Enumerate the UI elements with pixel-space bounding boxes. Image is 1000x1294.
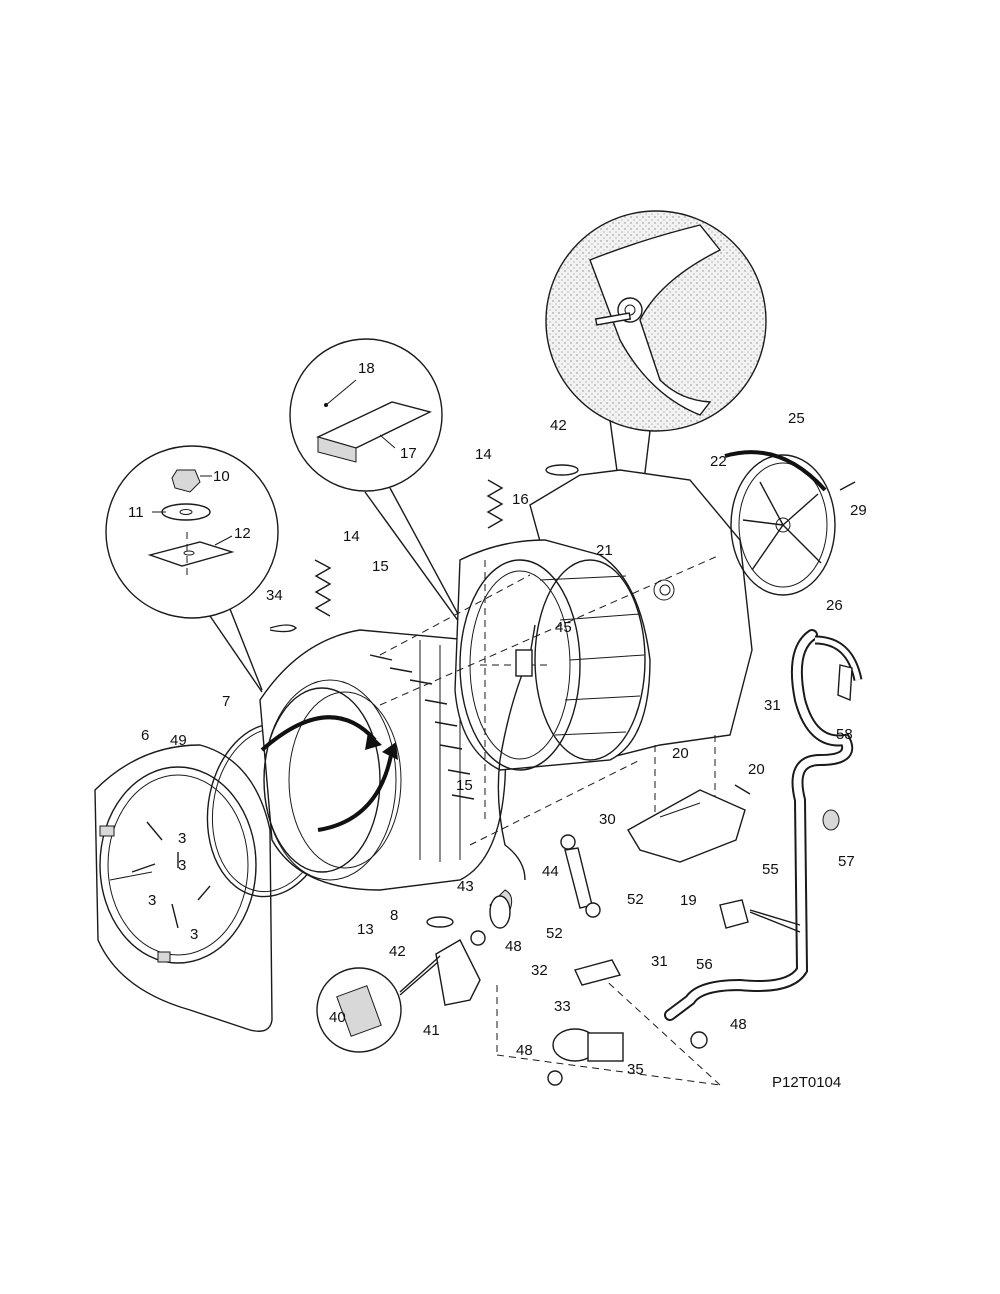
clamps-misc (690, 809, 840, 1049)
callout-52-right: 52 (627, 891, 644, 908)
callout-10: 10 (213, 468, 230, 485)
callout-44: 44 (542, 863, 559, 880)
callout-58: 58 (836, 726, 853, 743)
callout-19: 19 (680, 892, 697, 909)
callout-42-lower: 42 (389, 943, 406, 960)
callout-48-right: 48 (730, 1016, 747, 1033)
callout-34: 34 (266, 587, 283, 604)
callout-48-mid: 48 (505, 938, 522, 955)
callout-43: 43 (457, 878, 474, 895)
callout-40: 40 (329, 1009, 346, 1026)
callout-16: 16 (512, 491, 529, 508)
diagram-code: P12T0104 (772, 1074, 841, 1091)
callout-7: 7 (222, 693, 230, 710)
callout-57: 57 (838, 853, 855, 870)
callout-30: 30 (599, 811, 616, 828)
callout-32: 32 (531, 962, 548, 979)
washer (161, 503, 211, 521)
callout-20-right: 20 (748, 761, 765, 778)
hex-nut (171, 469, 201, 493)
callout-33: 33 (554, 998, 571, 1015)
callout-8: 8 (390, 907, 398, 924)
callout-22: 22 (710, 453, 727, 470)
callout-49: 49 (170, 732, 187, 749)
callout-3-bottom: 3 (190, 926, 198, 943)
callout-11: 11 (128, 504, 144, 521)
callout-31-lower: 31 (651, 953, 668, 970)
callout-12: 12 (234, 525, 251, 542)
callout-29: 29 (850, 502, 867, 519)
detail-circle-vent (289, 338, 473, 641)
callout-25: 25 (788, 410, 805, 427)
detail-circle-hardware (105, 445, 279, 693)
callout-13: 13 (357, 921, 374, 938)
drive-belt (724, 450, 827, 492)
callout-3-mid: 3 (178, 857, 186, 874)
callout-56: 56 (696, 956, 713, 973)
callout-48-bottom: 48 (516, 1042, 533, 1059)
callout-15-lower: 15 (456, 777, 473, 794)
callout-14-lower: 14 (343, 528, 360, 545)
callout-14-upper: 14 (475, 446, 492, 463)
callout-6: 6 (141, 727, 149, 744)
callout-3-top: 3 (178, 830, 186, 847)
callout-41: 41 (423, 1022, 440, 1039)
callout-15-upper: 15 (372, 558, 389, 575)
callout-55: 55 (762, 861, 779, 878)
spider-arm (589, 224, 722, 416)
callout-45: 45 (555, 619, 572, 636)
mount-bracket (627, 784, 751, 863)
callout-21: 21 (596, 542, 613, 559)
callout-3-left: 3 (148, 892, 156, 909)
pump-assembly (547, 959, 624, 1086)
callout-26: 26 (826, 597, 843, 614)
plate (147, 541, 235, 567)
tub-rear-assembly (454, 469, 753, 771)
front-panel (94, 744, 273, 1032)
drive-pulley (724, 450, 856, 596)
drain-hose (664, 629, 863, 1021)
callout-20-left: 20 (672, 745, 689, 762)
callout-52-left: 52 (546, 925, 563, 942)
drain-filter-detail (316, 895, 511, 1053)
suspension-springs (269, 464, 579, 633)
shock-absorber (560, 834, 601, 918)
callout-labels: 10 11 12 18 17 14 14 42 16 22 25 29 21 1… (128, 360, 867, 1091)
drum-shaft (594, 312, 632, 326)
callout-17: 17 (400, 445, 417, 462)
tub-front-half (259, 629, 507, 891)
callout-42-upper: 42 (550, 417, 567, 434)
callout-18: 18 (358, 360, 375, 377)
callout-31-upper: 31 (764, 697, 781, 714)
callout-35: 35 (627, 1061, 644, 1078)
